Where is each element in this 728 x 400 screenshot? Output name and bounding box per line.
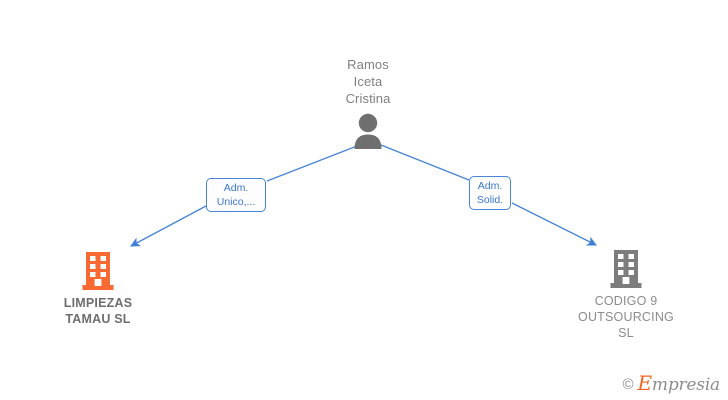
- edge-label-adm-solid[interactable]: Adm. Solid.: [469, 176, 511, 210]
- edge-line-left-label-to-company: [130, 205, 207, 247]
- company-node-limpiezas-tamau[interactable]: LIMPIEZAS TAMAU SL: [28, 252, 168, 327]
- company-node-codigo-9-outsourcing[interactable]: CODIGO 9 OUTSOURCING SL: [556, 250, 696, 341]
- edge-line-right-label-to-company: [511, 202, 597, 246]
- person-icon: [354, 113, 382, 149]
- company-name-label: CODIGO 9 OUTSOURCING SL: [578, 294, 674, 340]
- person-name: Ramos Iceta Cristina: [345, 57, 391, 106]
- brand-initial: E: [637, 371, 653, 395]
- person-node[interactable]: Ramos Iceta Cristina: [318, 56, 418, 154]
- copyright-icon: ©: [622, 375, 634, 393]
- building-icon: [82, 252, 114, 290]
- brand-rest: mpresia: [651, 375, 720, 395]
- watermark-empresia: © Empresia: [622, 371, 721, 395]
- brand-wordmark: Empresia: [637, 371, 721, 395]
- building-icon: [610, 250, 642, 288]
- edge-label-adm-unico[interactable]: Adm. Unico,...: [206, 178, 266, 212]
- company-name-label: LIMPIEZAS TAMAU SL: [63, 296, 133, 326]
